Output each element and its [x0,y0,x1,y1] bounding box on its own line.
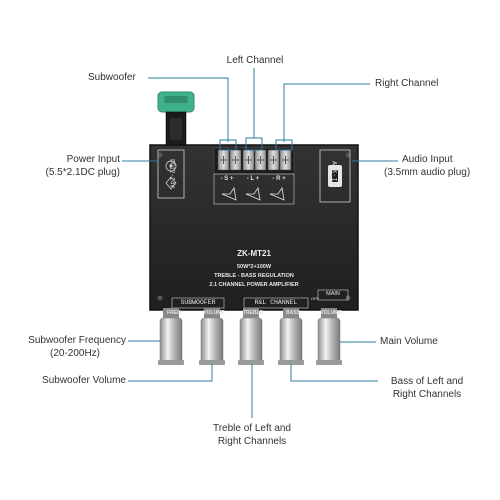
callout-left-channel: Left Channel [226,55,284,66]
callout-bass-detail: Right Channels [392,389,462,400]
control-knobs [158,308,342,365]
model-name: ZK-MT21 [237,249,271,258]
callout-sub-frequency-detail: (20-200Hz) [49,348,101,359]
amplifier-type-line: 2.1 CHANNEL POWER AMPLIFIER [209,282,299,288]
callout-treble-detail: Right Channels [217,436,287,447]
aux-input-port [319,149,351,203]
callout-power-input-title: Power Input [66,154,120,165]
callout-sub-volume: Subwoofer Volume [42,375,126,386]
knob-label-treble: TREBLE [243,310,263,316]
knob-label-bass: BASS [286,310,300,316]
section-main: MAIN [326,291,340,297]
knob-label-freq: FREQ [167,310,181,316]
terminal-label-left: - L + [246,176,260,182]
terminal-label-right: - R + [272,176,286,182]
knob-label-sub-volume: VOLUME [203,310,225,316]
control-section-frames [171,289,349,309]
off-label: OFF [311,296,319,301]
callout-audio-input-title: Audio Input [402,154,453,165]
dc-power-jack [157,91,195,147]
callout-subwoofer: Subwoofer [88,72,136,83]
section-rl-channel: R&L CHANNEL [254,299,298,306]
dc-input-label-area [157,149,185,199]
callout-treble-title: Treble of Left and [212,423,291,434]
callout-main-volume: Main Volume [380,336,438,347]
terminal-label-sub: - S + [220,176,234,182]
regulation-line: TREBLE - BASS REGULATION [214,273,294,279]
callout-sub-frequency-title: Subwoofer Frequency [28,335,126,346]
speaker-terminals [213,147,295,205]
callout-bass-title: Bass of Left and [390,376,464,387]
callout-power-input-detail: (5.5*2.1DC plug) [45,167,120,178]
aux-in-label: AUX-IN [330,161,338,186]
knob-label-main-volume: VOLUME [320,310,342,316]
callout-right-channel: Right Channel [375,78,439,89]
dc-voltage-label: DC12-24V [168,159,176,188]
callout-leader-lines [122,68,398,418]
callout-audio-input-detail: (3.5mm audio plug) [384,167,471,178]
section-subwoofer: SUBWOOFER [180,299,216,306]
power-spec: 50W*2+100W [236,264,272,270]
